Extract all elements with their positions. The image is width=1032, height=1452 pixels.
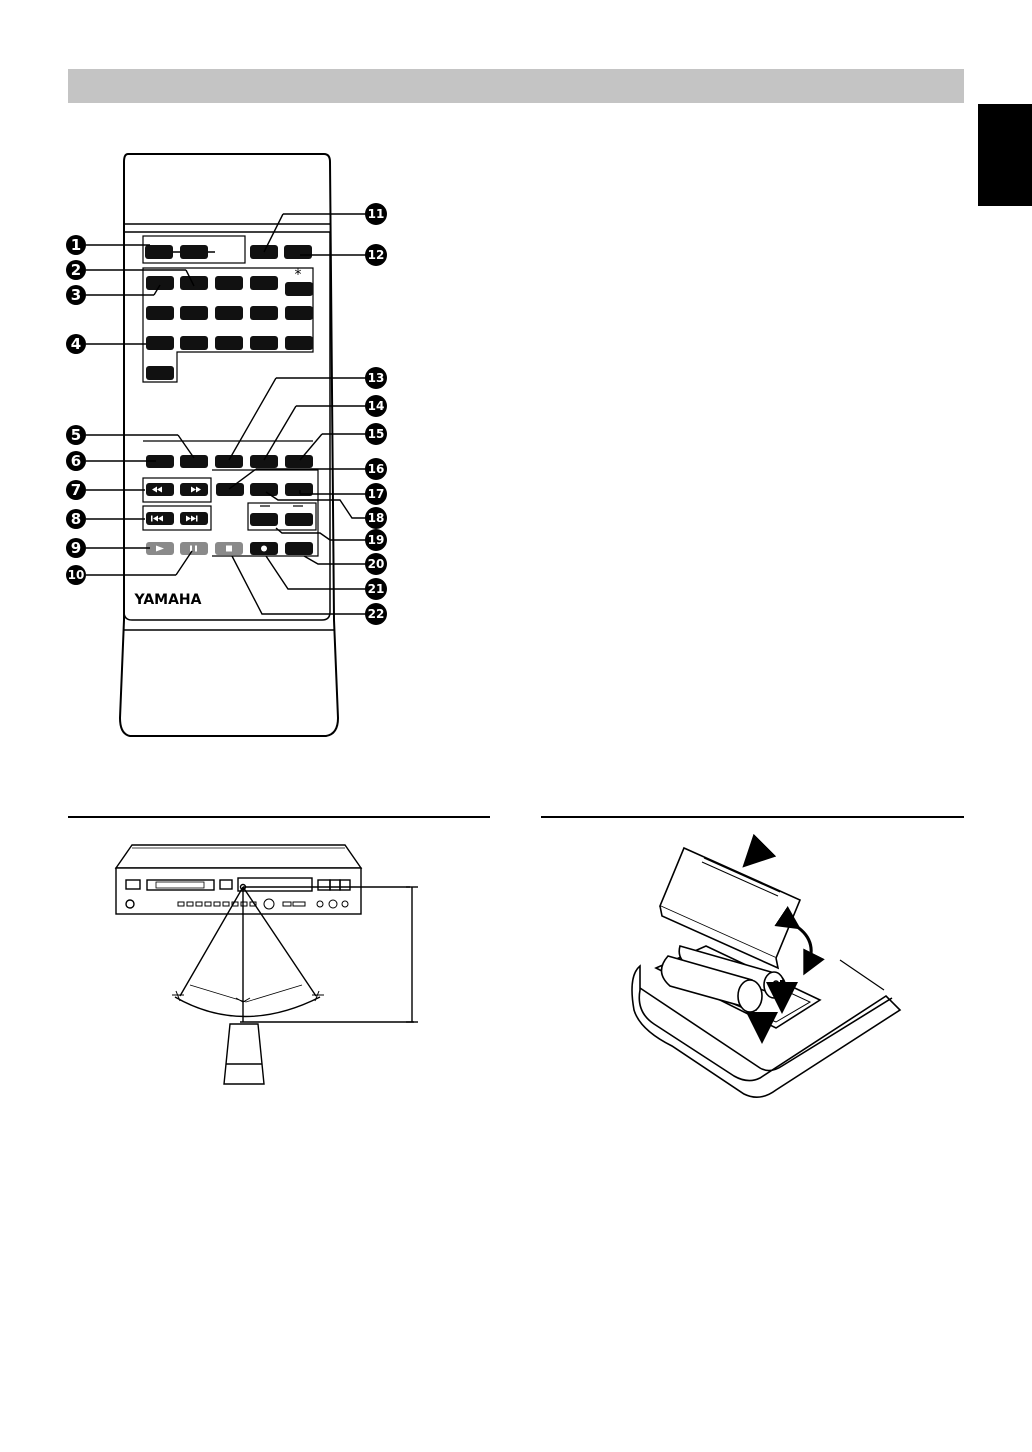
asterisk-mark: * [295,267,302,283]
callout-19: 19 [368,533,385,547]
record-icon [261,546,267,552]
battery-installation-illustration [632,848,900,1097]
callout-17: 17 [368,487,385,501]
down-arrow-icon [748,852,758,862]
callout-10: 10 [68,568,85,582]
stop-icon [226,546,232,552]
remote-button [180,245,208,259]
callout-18: 18 [368,511,385,525]
remote-control-drawing: YAMAHA * [66,154,387,736]
callout-12: 12 [368,248,385,262]
callout-14: 14 [368,399,385,413]
callout-5: 5 [71,426,81,444]
callout-1: 1 [71,236,81,254]
operating-range-illustration [116,845,418,1084]
callout-2: 2 [71,261,81,279]
callout-20: 20 [368,557,385,571]
callout-7: 7 [71,481,81,499]
callout-22: 22 [368,607,385,621]
callout-21: 21 [368,582,385,596]
callout-4: 4 [71,335,81,353]
callout-6: 6 [71,452,81,470]
callout-11: 11 [368,207,385,221]
callout-16: 16 [368,462,385,476]
remote-button [284,245,312,259]
yamaha-logo: YAMAHA [134,592,202,608]
remote-button [145,245,173,259]
callout-3: 3 [71,286,81,304]
callout-15: 15 [368,427,385,441]
callout-8: 8 [71,510,81,528]
callout-9: 9 [71,539,81,557]
callout-13: 13 [368,371,385,385]
curved-double-arrow-icon [796,926,811,970]
